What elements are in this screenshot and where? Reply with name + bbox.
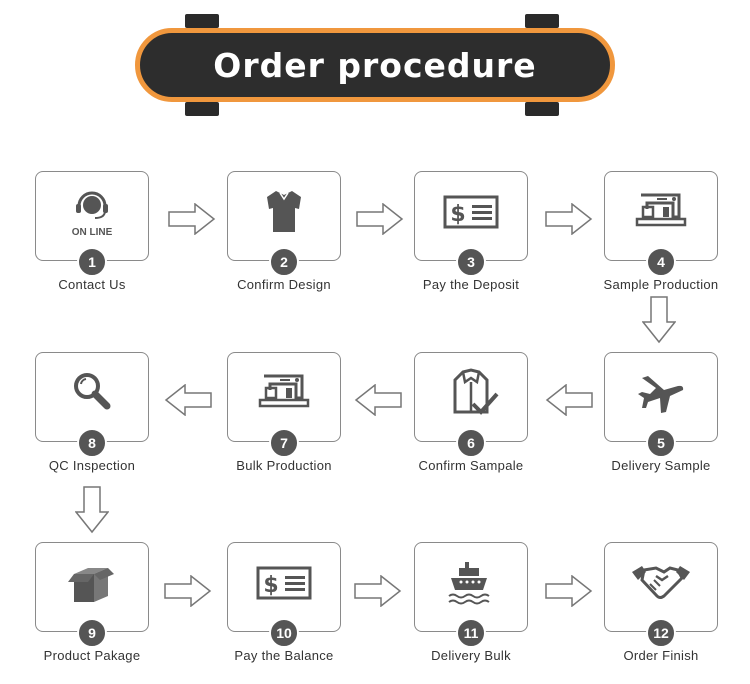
banner-wheel-right-top: [525, 14, 559, 28]
step-label: Delivery Bulk: [431, 648, 511, 663]
step-label: Sample Production: [603, 277, 719, 292]
step-number: 7: [269, 428, 299, 458]
page-title: Order procedure: [213, 46, 537, 85]
step-label: Pay the Balance: [234, 648, 334, 663]
step-label: Confirm Sampale: [418, 458, 524, 473]
step-number: 6: [456, 428, 486, 458]
step-qc-inspection: 8 QC Inspection: [35, 352, 149, 473]
step-delivery-sample: 5 Delivery Sample: [604, 352, 718, 473]
handshake-icon: [630, 558, 692, 611]
step-box: [604, 542, 718, 632]
step-label: Contact Us: [58, 277, 126, 292]
step-box: [227, 352, 341, 442]
ship-icon: [443, 558, 499, 613]
arrow-right-icon: [168, 203, 216, 235]
arrow-left-icon: [164, 384, 212, 416]
step-delivery-bulk: 11 Delivery Bulk: [414, 542, 528, 663]
step-product-package: 9 Product Pakage: [35, 542, 149, 663]
step-label: Pay the Deposit: [422, 277, 520, 292]
arrow-left-icon: [354, 384, 402, 416]
arrow-right-icon: [545, 575, 593, 607]
box-icon: [64, 558, 120, 613]
headset-online-icon: ON LINE: [64, 187, 120, 244]
arrow-down-icon: [642, 296, 676, 344]
sewing-machine-icon: [633, 187, 689, 240]
step-sample-production: 4 Sample Production: [604, 171, 718, 292]
step-number: 1: [77, 247, 107, 277]
step-number: 4: [646, 247, 676, 277]
svg-text:ON LINE: ON LINE: [72, 227, 113, 238]
banner-deck: Order procedure: [135, 28, 615, 102]
svg-text:$: $: [263, 573, 278, 598]
step-number: 12: [646, 618, 676, 648]
step-box: [35, 171, 149, 261]
step-bulk-production: 7 Bulk Production: [227, 352, 341, 473]
step-label: Delivery Sample: [611, 458, 711, 473]
step-confirm-design: 2 Confirm Design: [227, 171, 341, 292]
step-contact-us: ON LINE 1 Contact Us: [35, 171, 149, 292]
step-label: Order Finish: [623, 648, 699, 663]
step-box: [604, 171, 718, 261]
step-number: 3: [456, 247, 486, 277]
step-pay-balance: $ 10 Pay the Balance: [227, 542, 341, 663]
step-pay-deposit: $ 3 Pay the Deposit: [414, 171, 528, 292]
arrow-right-icon: [356, 203, 404, 235]
step-number: 8: [77, 428, 107, 458]
arrow-left-icon: [545, 384, 593, 416]
polo-shirt-icon: [259, 187, 309, 240]
arrow-right-icon: [354, 575, 402, 607]
svg-text:$: $: [450, 202, 465, 227]
step-label: Bulk Production: [236, 458, 332, 473]
sewing-machine-icon: [256, 368, 312, 421]
banner-wheel-left-top: [185, 14, 219, 28]
arrow-down-icon: [75, 486, 109, 534]
step-label: Confirm Design: [237, 277, 331, 292]
banner-wheel-right-bottom: [525, 102, 559, 116]
step-label: QC Inspection: [48, 458, 136, 473]
jacket-check-icon: [443, 368, 499, 423]
step-number: 11: [456, 618, 486, 648]
step-number: 10: [269, 618, 299, 648]
title-banner: Order procedure: [135, 14, 615, 116]
arrow-right-icon: [545, 203, 593, 235]
money-bill-icon: $: [441, 187, 501, 240]
step-number: 9: [77, 618, 107, 648]
step-label: Product Pakage: [43, 648, 141, 663]
money-bill-icon: $: [254, 558, 314, 611]
step-number: 5: [646, 428, 676, 458]
step-order-finish: 12 Order Finish: [604, 542, 718, 663]
arrow-right-icon: [164, 575, 212, 607]
step-number: 2: [269, 247, 299, 277]
banner-wheel-left-bottom: [185, 102, 219, 116]
step-box: [227, 542, 341, 632]
magnifier-icon: [67, 368, 117, 421]
step-confirm-sample: 6 Confirm Sampale: [414, 352, 528, 473]
airplane-icon: [634, 368, 688, 423]
